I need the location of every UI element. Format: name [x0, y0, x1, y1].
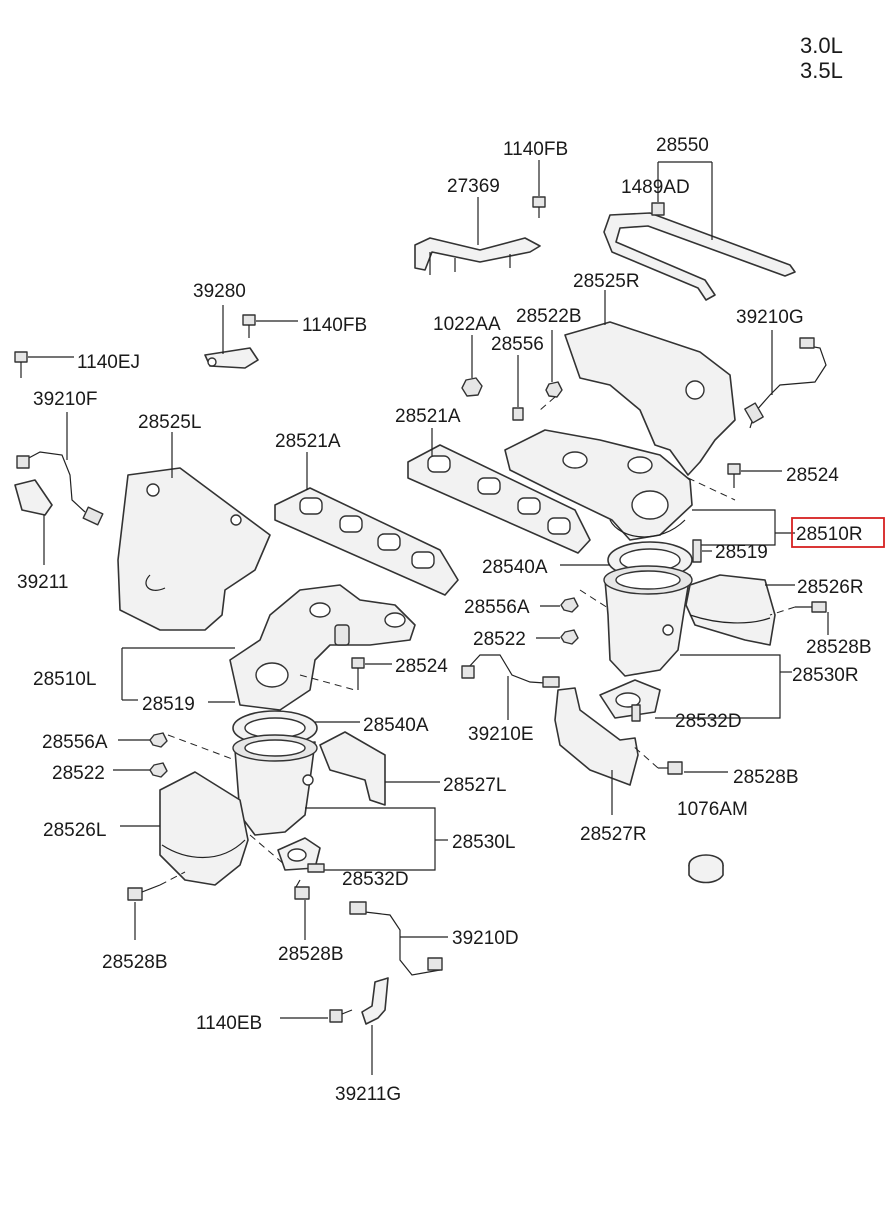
tube-28550-drawing [603, 202, 796, 301]
part-label-39210D: 39210D [452, 928, 519, 949]
part-label-28519-left: 28519 [142, 694, 195, 715]
part-label-39211G: 39211G [335, 1084, 401, 1105]
nut-28522B-drawing [539, 381, 563, 411]
part-label-28521A-right: 28521A [395, 406, 461, 427]
part-label-28527R: 28527R [580, 824, 647, 845]
part-label-28532D-left: 28532D [342, 869, 409, 890]
part-label-28530L: 28530L [452, 832, 515, 853]
part-label-28528B-mid: 28528B [733, 767, 799, 788]
part-label-28524-left: 28524 [395, 656, 448, 677]
part-label-28526L: 28526L [43, 820, 106, 841]
part-label-1140FB-top: 1140FB [503, 139, 568, 160]
converter-28530R-drawing [599, 565, 693, 719]
part-label-28528B-low: 28528B [278, 944, 344, 965]
part-label-28532D-right: 28532D [675, 711, 742, 732]
engine-label-3-5l: 3.5L [800, 58, 843, 83]
part-label-28540A-left: 28540A [363, 715, 429, 736]
part-label-39210F: 39210F [33, 389, 97, 410]
shield-28527R-drawing [554, 687, 639, 786]
part-label-39210G: 39210G [736, 307, 804, 328]
stud-28532D-right-drawing [631, 704, 641, 722]
nut-28556A-left-drawing [149, 732, 168, 748]
sensor-39210F-drawing [16, 451, 104, 526]
bolt-1140EJ-drawing [14, 351, 28, 378]
nut-28522-left-drawing [149, 762, 168, 778]
shield-28526L-drawing [159, 771, 249, 886]
nut-28522-right-drawing [560, 629, 579, 645]
plug-1076AM-drawing [688, 854, 724, 884]
part-label-28522B: 28522B [516, 306, 582, 327]
bolt-28528B-low-drawing [294, 879, 310, 900]
stud-28556-drawing [512, 407, 524, 421]
gasket-28521A-left-drawing [274, 487, 459, 596]
part-label-28525L: 28525L [138, 412, 201, 433]
part-label-28526R: 28526R [797, 577, 864, 598]
part-label-28550: 28550 [656, 135, 709, 156]
nut-28556A-right-drawing [560, 597, 579, 613]
part-label-28522-right: 28522 [473, 629, 526, 650]
bracket-27369-drawing [414, 237, 541, 275]
sensor-39210D-drawing [349, 901, 443, 976]
engine-label-3-0l: 3.0L [800, 33, 843, 58]
manifold-28510R-drawing [504, 429, 693, 541]
part-label-28519-right: 28519 [715, 542, 768, 563]
bolt-28528B-right-drawing [795, 601, 827, 613]
stud-28532D-left-drawing [307, 863, 325, 873]
part-label-1140FB-mid: 1140FB [302, 315, 367, 336]
part-label-1140EB: 1140EB [196, 1013, 262, 1034]
sensor-39210E-drawing [461, 654, 560, 688]
part-label-28522-left: 28522 [52, 763, 105, 784]
part-label-28556A-left: 28556A [42, 732, 108, 753]
highlight-box-28510R [791, 517, 885, 548]
part-label-28524-right: 28524 [786, 465, 839, 486]
bolt-28528B-left-drawing [127, 884, 161, 901]
bolt-1140FB-mid-drawing [242, 314, 256, 338]
bolt-28524-left-drawing [351, 657, 365, 690]
part-label-1489AD: 1489AD [621, 177, 690, 198]
part-label-39211: 39211 [17, 572, 68, 593]
stud-28519-right-drawing [692, 539, 702, 563]
part-label-27369: 27369 [447, 176, 500, 197]
part-label-28510R: 28510R [796, 524, 863, 545]
part-label-1076AM: 1076AM [677, 799, 748, 820]
part-label-1022AA: 1022AA [433, 314, 501, 335]
heat-shield-28525R-drawing [564, 321, 736, 476]
part-label-39280: 39280 [193, 281, 246, 302]
part-label-28525R: 28525R [573, 271, 640, 292]
bolt-28524-right-drawing [727, 463, 741, 488]
nut-1022AA-drawing [461, 377, 483, 397]
heat-shield-28525L-drawing [117, 467, 271, 631]
gasket-28521A-right-drawing [407, 444, 591, 554]
bolt-28528B-mid-drawing [658, 761, 683, 775]
part-label-28521A-left: 28521A [275, 431, 341, 452]
part-label-39210E: 39210E [468, 724, 534, 745]
manifold-28510L-drawing [229, 584, 416, 711]
part-label-1140EJ: 1140EJ [77, 352, 140, 373]
part-label-28556: 28556 [491, 334, 544, 355]
shield-28526R-drawing [685, 574, 776, 646]
bracket-39280-drawing [204, 347, 259, 369]
bolt-1140FB-top-drawing [532, 196, 546, 218]
bracket-39211-drawing [14, 479, 53, 516]
part-label-28510L: 28510L [33, 669, 96, 690]
part-label-28527L: 28527L [443, 775, 506, 796]
sensor-39210G-drawing [744, 337, 827, 429]
bracket-39211G-drawing [361, 977, 389, 1025]
part-label-28540A-right: 28540A [482, 557, 548, 578]
part-label-28530R: 28530R [792, 665, 859, 686]
converter-28530L-drawing [232, 734, 321, 871]
bolt-1140EB-drawing [329, 1009, 353, 1023]
part-label-28528B-right: 28528B [806, 637, 872, 658]
shield-28527L-drawing [319, 731, 386, 806]
part-label-28528B-left: 28528B [102, 952, 168, 973]
part-label-28556A-right: 28556A [464, 597, 530, 618]
